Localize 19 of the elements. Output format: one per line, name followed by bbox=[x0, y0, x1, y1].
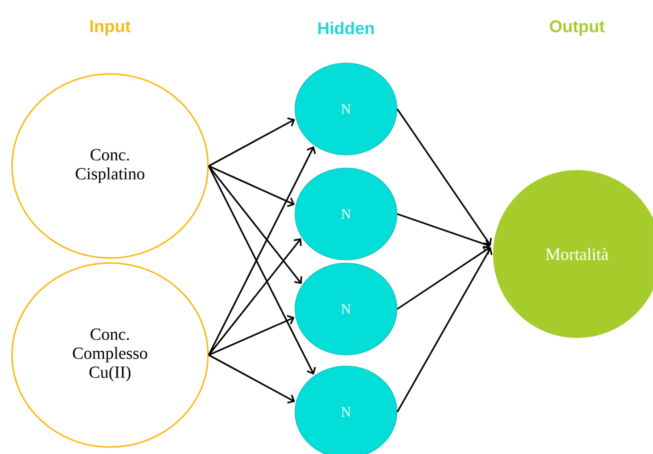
arrow bbox=[208, 354, 295, 404]
arrow bbox=[208, 315, 295, 356]
arrow bbox=[397, 213, 490, 250]
column-heading: Input bbox=[90, 20, 131, 36]
arrow bbox=[208, 146, 316, 356]
arrow bbox=[208, 165, 295, 208]
hidden-neuron: N bbox=[294, 168, 398, 260]
arrow bbox=[396, 247, 492, 412]
hidden-neuron: N bbox=[294, 262, 398, 356]
arrow bbox=[396, 246, 490, 310]
hidden-neuron: N bbox=[294, 62, 398, 156]
arrow bbox=[208, 166, 316, 375]
arrow bbox=[396, 108, 492, 246]
hidden-neuron: N bbox=[294, 366, 398, 454]
arrow bbox=[208, 166, 302, 284]
arrow bbox=[208, 238, 302, 356]
arrow bbox=[208, 117, 295, 167]
column-heading: Hidden bbox=[318, 22, 374, 34]
column-heading: Output bbox=[550, 20, 605, 36]
